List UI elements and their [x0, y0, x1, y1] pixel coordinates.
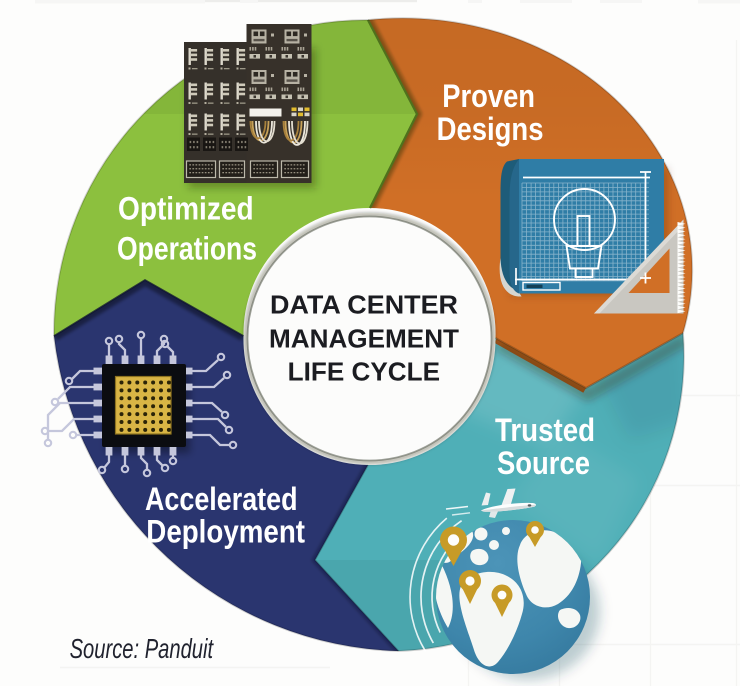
svg-text:Designs: Designs [437, 111, 544, 147]
svg-text:Optimized: Optimized [118, 191, 254, 227]
svg-text:Proven: Proven [442, 78, 535, 114]
svg-text:Trusted: Trusted [495, 412, 595, 448]
svg-text:DATA CENTER: DATA CENTER [270, 292, 458, 320]
svg-text:Deployment: Deployment [146, 514, 305, 550]
svg-text:Operations: Operations [117, 231, 257, 267]
svg-text:Accelerated: Accelerated [145, 481, 298, 517]
svg-text:MANAGEMENT: MANAGEMENT [269, 325, 459, 353]
svg-text:Source: Panduit: Source: Panduit [70, 633, 214, 664]
svg-text:Source: Source [497, 445, 590, 481]
svg-text:LIFE CYCLE: LIFE CYCLE [288, 359, 440, 387]
